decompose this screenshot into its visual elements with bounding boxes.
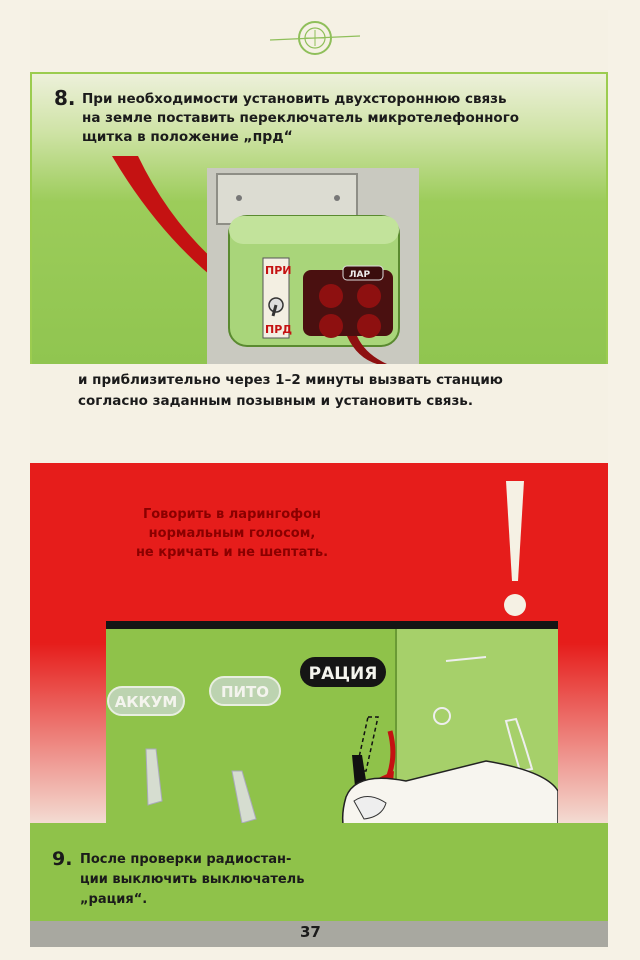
- warning-line-3: не кричать и не шептать.: [135, 545, 329, 560]
- aviation-emblem-icon: [270, 21, 360, 55]
- page: 8. При необходимости установить двухстор…: [30, 10, 608, 950]
- step-8-text: При необходимости установить двухсторонн…: [82, 90, 582, 147]
- warning-line-2: нормальным голосом,: [148, 526, 316, 541]
- step-9-text: После проверки радиостан- ции выключить …: [80, 850, 340, 910]
- middle-line-2: согласно заданным позывным и установить …: [78, 393, 473, 409]
- step-9-background: [30, 823, 608, 935]
- step-8-line-3: щитка в положение „прд“: [82, 129, 293, 145]
- exclamation-icon: [504, 481, 526, 616]
- step-9-line-2: ции выключить выключатель: [80, 872, 305, 887]
- step-8-number: 8.: [54, 86, 76, 110]
- step-9-line-1: После проверки радиостан-: [80, 852, 292, 867]
- switch-label-pito: ПИТО: [221, 683, 269, 701]
- middle-line-1: и приблизительно через 1–2 минуты вызват…: [78, 372, 503, 388]
- microtelephone-panel-illustration: ПРИ ПРД ЛАР: [207, 168, 419, 364]
- radio-switch-panel-illustration: АККУМ ПИТО РАЦИЯ: [106, 621, 558, 851]
- warning-line-1: Говорить в ларингофон: [142, 507, 322, 522]
- step-8-line-1: При необходимости установить двухсторонн…: [82, 91, 507, 107]
- connection-instruction-text: и приблизительно через 1–2 минуты вызват…: [78, 370, 598, 412]
- pri-label: ПРИ: [265, 264, 291, 277]
- step-8-line-2: на земле поставить переключатель микроте…: [82, 110, 520, 126]
- footer-bar: [30, 921, 608, 947]
- position-prd-label: „прд“: [243, 129, 293, 145]
- page-number: 37: [300, 923, 321, 941]
- step-9-number: 9.: [52, 848, 73, 870]
- prd-label: ПРД: [265, 323, 292, 336]
- pointer-arrow-icon: [112, 156, 278, 318]
- switch-label-akkum: АККУМ: [115, 693, 178, 711]
- warning-text: Говорить в ларингофон нормальным голосом…: [102, 505, 362, 562]
- step-9-line-3: „рация“.: [80, 892, 148, 907]
- switch-label-raciya: РАЦИЯ: [309, 664, 378, 684]
- step-8-section: 8. При необходимости установить двухстор…: [30, 72, 608, 364]
- plug-label: ЛАР: [349, 270, 370, 280]
